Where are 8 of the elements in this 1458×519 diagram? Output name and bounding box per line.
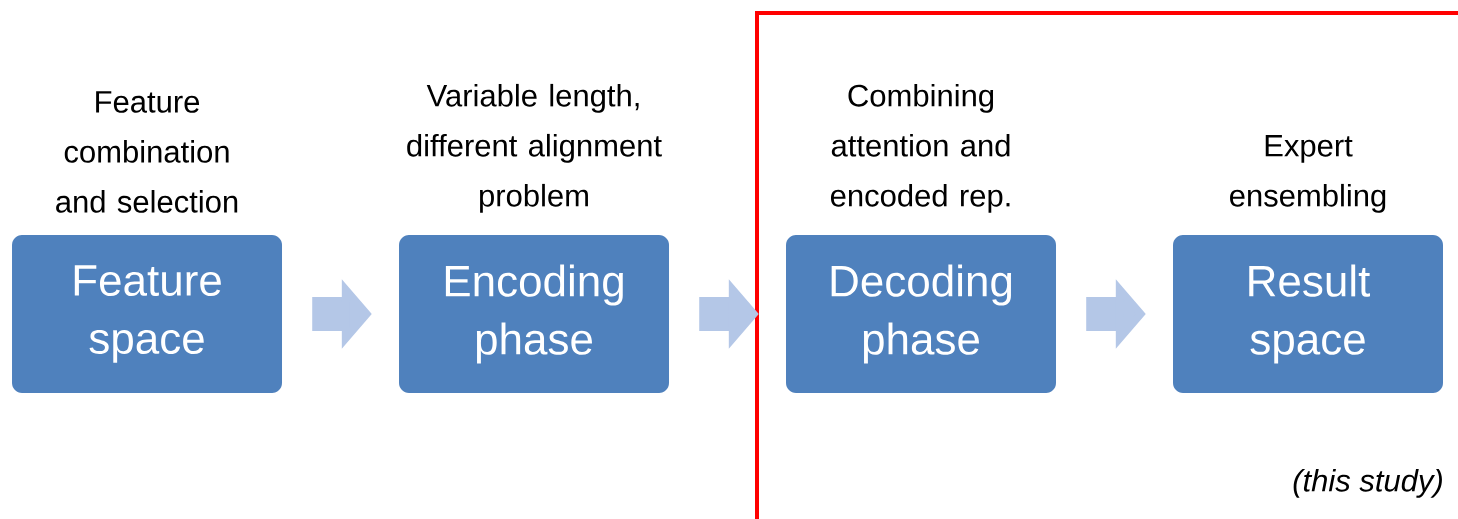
caption-text: Expert ensembling	[1230, 135, 1386, 213]
caption-text: Variable length, different alignment problem	[407, 83, 662, 213]
caption-text: Combining attention and encoded rep.	[830, 83, 1010, 213]
process-box: Result space	[1173, 235, 1443, 393]
process-box: Encoding phase	[399, 235, 669, 393]
process-box: Decoding phase	[786, 235, 1056, 393]
process-box: Feature space	[12, 235, 282, 393]
caption-text: Feature combination and selection	[56, 91, 238, 213]
